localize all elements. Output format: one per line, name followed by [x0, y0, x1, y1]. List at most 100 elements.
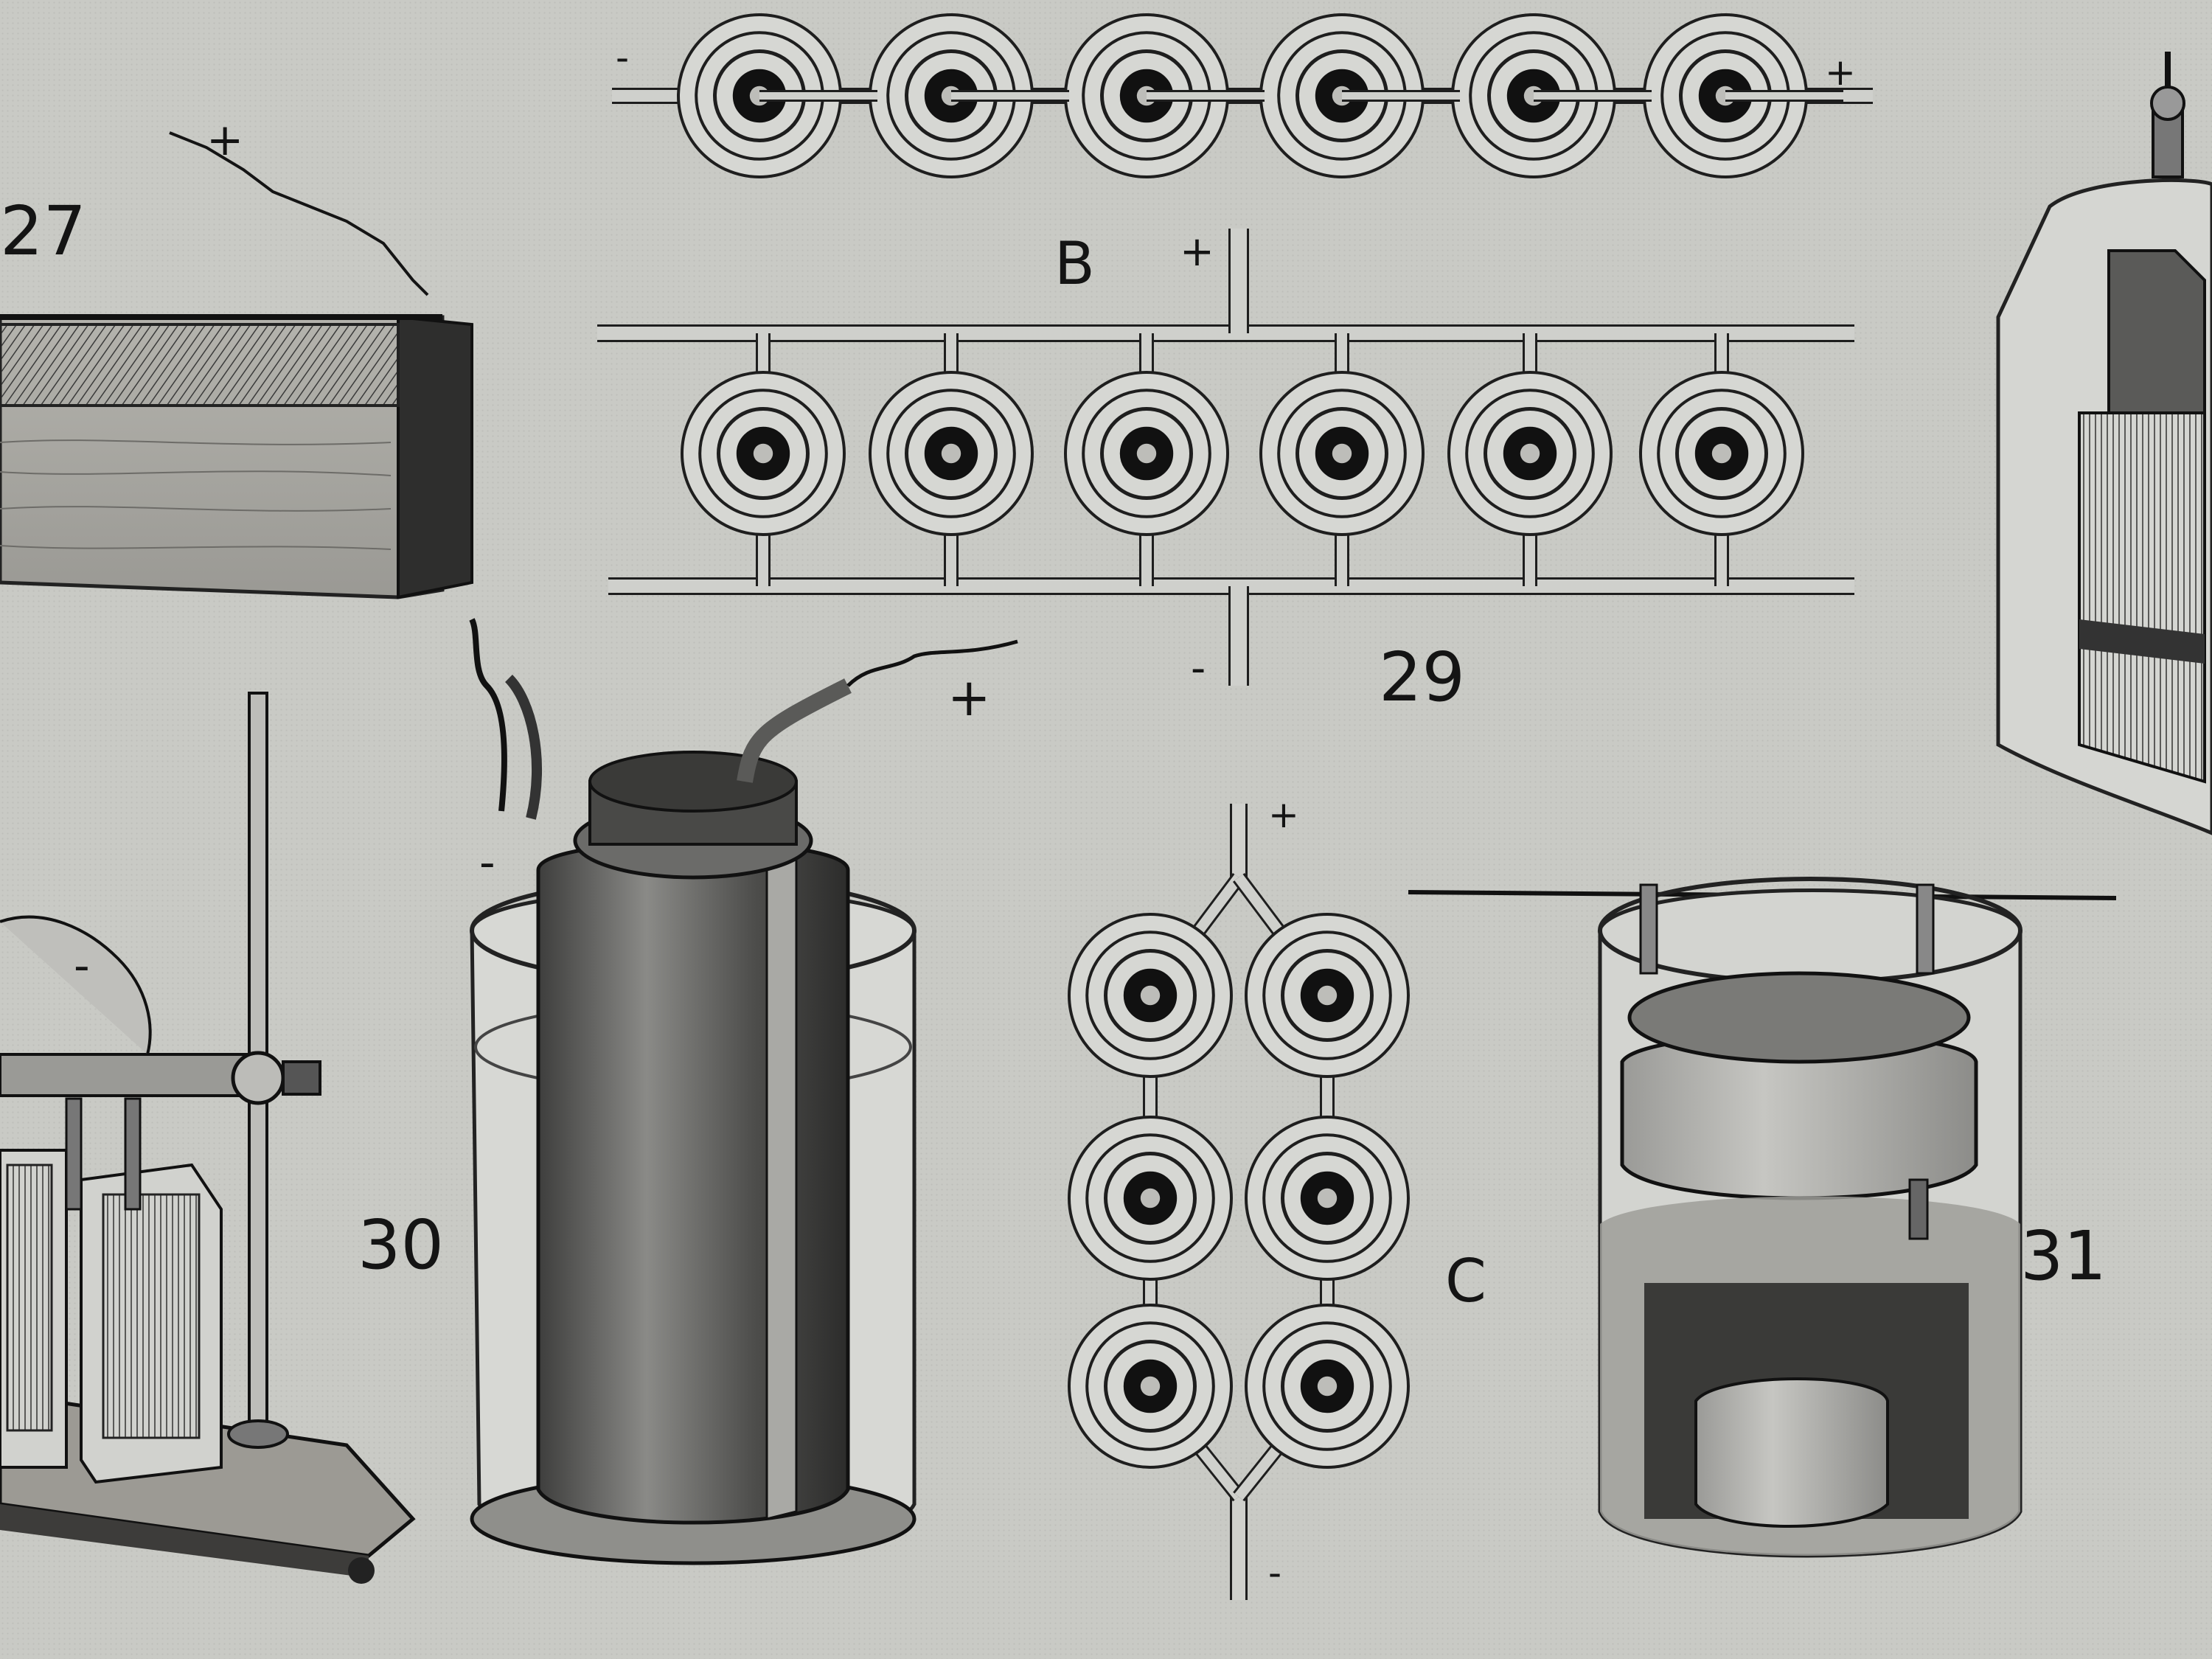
- fig30-porous-cup-cell: [469, 618, 1018, 1565]
- cell-electrode: [1317, 1376, 1338, 1397]
- cell-inner-ring: [1281, 1340, 1374, 1433]
- cell-electrode: [753, 443, 773, 464]
- cell-middle-ring: [1277, 389, 1407, 518]
- cell-middle-ring: [1262, 931, 1392, 1060]
- fig31-left-hook: [1639, 883, 1658, 975]
- cell-inner-ring: [1100, 407, 1193, 500]
- fig28-terminal-post: [2152, 109, 2184, 178]
- fig30-right-wire: [846, 639, 1018, 687]
- fig30-plus-sign: +: [947, 667, 991, 728]
- parallel-cell-2: [869, 371, 1034, 536]
- parallel-cell-3: [1064, 371, 1229, 536]
- fig28-upper-electrode: [2107, 249, 2206, 414]
- diagram-c-letter: C: [1445, 1247, 1486, 1315]
- parallel-cells-diagram-b: [597, 229, 1854, 686]
- fig26-clamp-screw: [282, 1060, 321, 1096]
- cell-inner-ring: [1104, 1340, 1197, 1433]
- fig31-bottom-cup: [1694, 1377, 1889, 1528]
- cell-electrode: [1140, 1376, 1161, 1397]
- diagram-b-minus-sign: -: [1191, 644, 1206, 692]
- cell-inner-ring: [1484, 407, 1576, 500]
- c-cell-1-3: [1068, 1304, 1233, 1469]
- fig27-trough-battery: [0, 131, 473, 599]
- cell-inner-ring: [1295, 407, 1388, 500]
- cell-middle-ring: [1082, 389, 1211, 518]
- fig27-label: 27: [0, 192, 86, 271]
- fig26-clamp-knob: [231, 1051, 285, 1105]
- series-a-minus-sign: -: [616, 36, 629, 79]
- fig30-right-conductor: [737, 678, 852, 783]
- c-cell-1-2: [1068, 1116, 1233, 1281]
- cell-middle-ring: [1262, 1133, 1392, 1263]
- cell-electrode: [1317, 985, 1338, 1006]
- fig31-label: 31: [2020, 1217, 2107, 1295]
- cell-inner-ring: [1104, 1152, 1197, 1245]
- parallel-cell-5: [1447, 371, 1613, 536]
- series-cells-diagram: [612, 13, 1873, 178]
- parallel-cell-4: [1259, 371, 1425, 536]
- diagram-c-plus-sign: +: [1268, 793, 1299, 836]
- fig28-terminal-cap: [2150, 86, 2185, 121]
- c-cell-2-3: [1245, 1304, 1410, 1469]
- fig27-trough-end: [397, 315, 473, 599]
- fig27-plates: [0, 323, 400, 407]
- cell-inner-ring: [1104, 949, 1197, 1042]
- cell-inner-ring: [1281, 1152, 1374, 1245]
- cell-inner-ring: [905, 407, 998, 500]
- cell-middle-ring: [886, 389, 1016, 518]
- cell-electrode: [1317, 1188, 1338, 1208]
- c-cell-2-1: [1245, 913, 1410, 1078]
- fig28-lower-electrode: [2078, 411, 2206, 784]
- cell-inner-ring: [1675, 407, 1768, 500]
- fig26-minus-sign: -: [74, 940, 90, 992]
- fig30-minus-sign: -: [479, 837, 495, 888]
- series-a-plus-sign: +: [1825, 51, 1856, 94]
- c-cell-1-1: [1068, 913, 1233, 1078]
- fig26-base-front: [0, 1504, 369, 1578]
- parallel-cell-6: [1639, 371, 1804, 536]
- cell-electrode: [1711, 443, 1732, 464]
- cell-electrode: [1136, 443, 1157, 464]
- cell-electrode: [1520, 443, 1540, 464]
- cell-middle-ring: [1465, 389, 1595, 518]
- fig28-separator: [2079, 619, 2205, 664]
- cell-middle-ring: [1085, 1321, 1215, 1451]
- fig27-wire-positive: [169, 131, 429, 296]
- fig29-label: 29: [1379, 638, 1465, 717]
- cell-middle-ring: [1657, 389, 1787, 518]
- c-cell-2-2: [1245, 1116, 1410, 1281]
- cell-middle-ring: [698, 389, 828, 518]
- fig26-glass-cells: [0, 1097, 223, 1484]
- fig26-wire-negative: [0, 915, 152, 1055]
- diagram-b-letter: B: [1054, 229, 1095, 298]
- fig30-carbon-top: [588, 751, 798, 813]
- fig26-foot: [348, 1557, 375, 1584]
- fig31-connector: [1908, 1178, 1929, 1240]
- fig28-stacked-cell: [1996, 52, 2212, 835]
- cell-middle-ring: [1262, 1321, 1392, 1451]
- fig30-label: 30: [358, 1206, 444, 1284]
- parallel-cell-1: [681, 371, 846, 536]
- cell-electrode: [941, 443, 961, 464]
- fig30-cylinder-slit: [765, 854, 798, 1520]
- cell-electrode: [1140, 985, 1161, 1006]
- fig27-wood-grain: [0, 439, 392, 550]
- cell-inner-ring: [717, 407, 810, 500]
- fig26-rod-base: [227, 1419, 289, 1449]
- fig31-gravity-cell: [1408, 877, 2117, 1558]
- cell-electrode: [1140, 1188, 1161, 1208]
- fig26-crossbar: [0, 1053, 252, 1097]
- fig31-upper-cup-rim: [1627, 971, 1971, 1064]
- fig27-plus-sign: +: [206, 114, 243, 166]
- cell-inner-ring: [1281, 949, 1374, 1042]
- cell-electrode: [1332, 443, 1352, 464]
- fig30-left-conductor: [504, 675, 543, 820]
- diagram-c-minus-sign: -: [1268, 1551, 1281, 1594]
- fig26-plate-battery-on-stand: [0, 692, 416, 1584]
- fig31-right-hook: [1916, 883, 1935, 975]
- fig30-left-wire: [469, 618, 507, 812]
- fig30-zinc-cylinder: [536, 841, 850, 1525]
- diagram-b-plus-sign: +: [1180, 228, 1214, 276]
- cell-middle-ring: [1085, 1133, 1215, 1263]
